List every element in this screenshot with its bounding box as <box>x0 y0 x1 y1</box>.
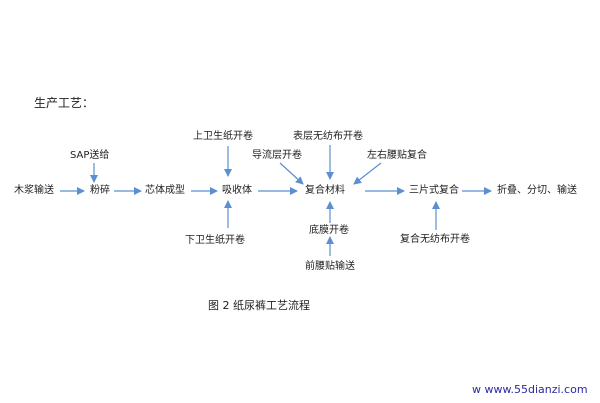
watermark: w www.55dianzi.com <box>472 383 588 396</box>
node-composite-material: 复合材料 <box>305 185 345 196</box>
node-absorbent-core: 吸收体 <box>222 185 252 196</box>
node-pulp-feed: 木浆输送 <box>14 185 54 196</box>
node-three-piece-composite: 三片式复合 <box>409 185 459 196</box>
arrow-diversion-to-composite <box>279 162 304 185</box>
node-bottom-tissue-unwind: 下卫生纸开卷 <box>185 235 245 246</box>
node-top-tissue-unwind: 上卫生纸开卷 <box>193 131 253 142</box>
node-side-waist-tape: 左右腰贴复合 <box>367 150 427 161</box>
figure-caption: 图 2 纸尿裤工艺流程 <box>208 299 310 312</box>
node-crush: 粉碎 <box>90 185 110 196</box>
node-surface-nonwoven-unwind: 表层无纺布开卷 <box>293 131 363 142</box>
node-backsheet-unwind: 底膜开卷 <box>309 225 349 236</box>
node-composite-nonwoven-unwind: 复合无纺布开卷 <box>400 234 470 245</box>
node-diversion-layer-unwind: 导流层开卷 <box>252 150 302 161</box>
process-heading: 生产工艺： <box>34 96 95 110</box>
node-front-waist-tape: 前腰贴输送 <box>305 261 355 272</box>
node-fold-cut-convey: 折叠、分切、输送 <box>497 185 577 196</box>
node-core-forming: 芯体成型 <box>145 185 185 196</box>
arrow-side-waist-to-composite <box>353 162 382 185</box>
node-sap-feed: SAP送给 <box>70 150 110 161</box>
